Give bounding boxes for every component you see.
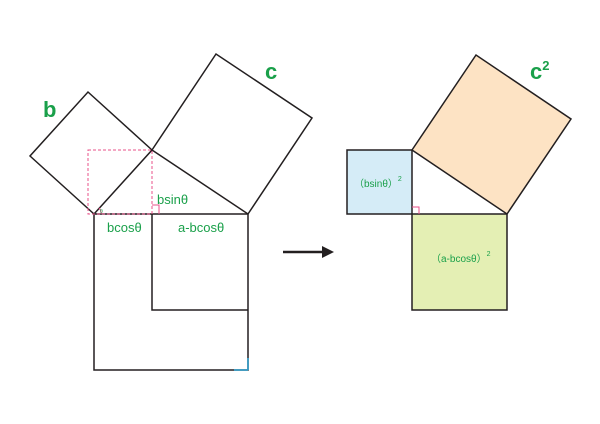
label-c2: c2	[530, 58, 549, 84]
square-a	[93, 213, 249, 371]
label-c: c	[265, 59, 277, 84]
label-bsin-squared: （bsinθ）2	[354, 176, 402, 190]
square-b	[28, 90, 154, 216]
square-a-bcos	[411, 213, 508, 311]
right-angle-mark-2	[412, 206, 420, 214]
label-b: b	[43, 97, 56, 122]
square-c	[150, 52, 314, 216]
label-a-bcos: a-bcosθ	[178, 220, 224, 235]
right-angle-mark	[152, 204, 160, 214]
square-c2	[410, 53, 573, 216]
theta-label: θ	[100, 209, 103, 215]
left-figure	[28, 52, 314, 371]
inner-square	[151, 214, 248, 311]
label-bsin: bsinθ	[157, 192, 188, 207]
right-figure	[346, 53, 573, 311]
arrow	[283, 246, 334, 258]
label-bcos: bcosθ	[107, 220, 142, 235]
dashed-projection	[87, 149, 153, 215]
arrow-head-icon	[322, 246, 334, 258]
label-a-bcos-squared: （a-bcosθ）2	[431, 251, 491, 265]
angle-arc	[98, 207, 102, 215]
